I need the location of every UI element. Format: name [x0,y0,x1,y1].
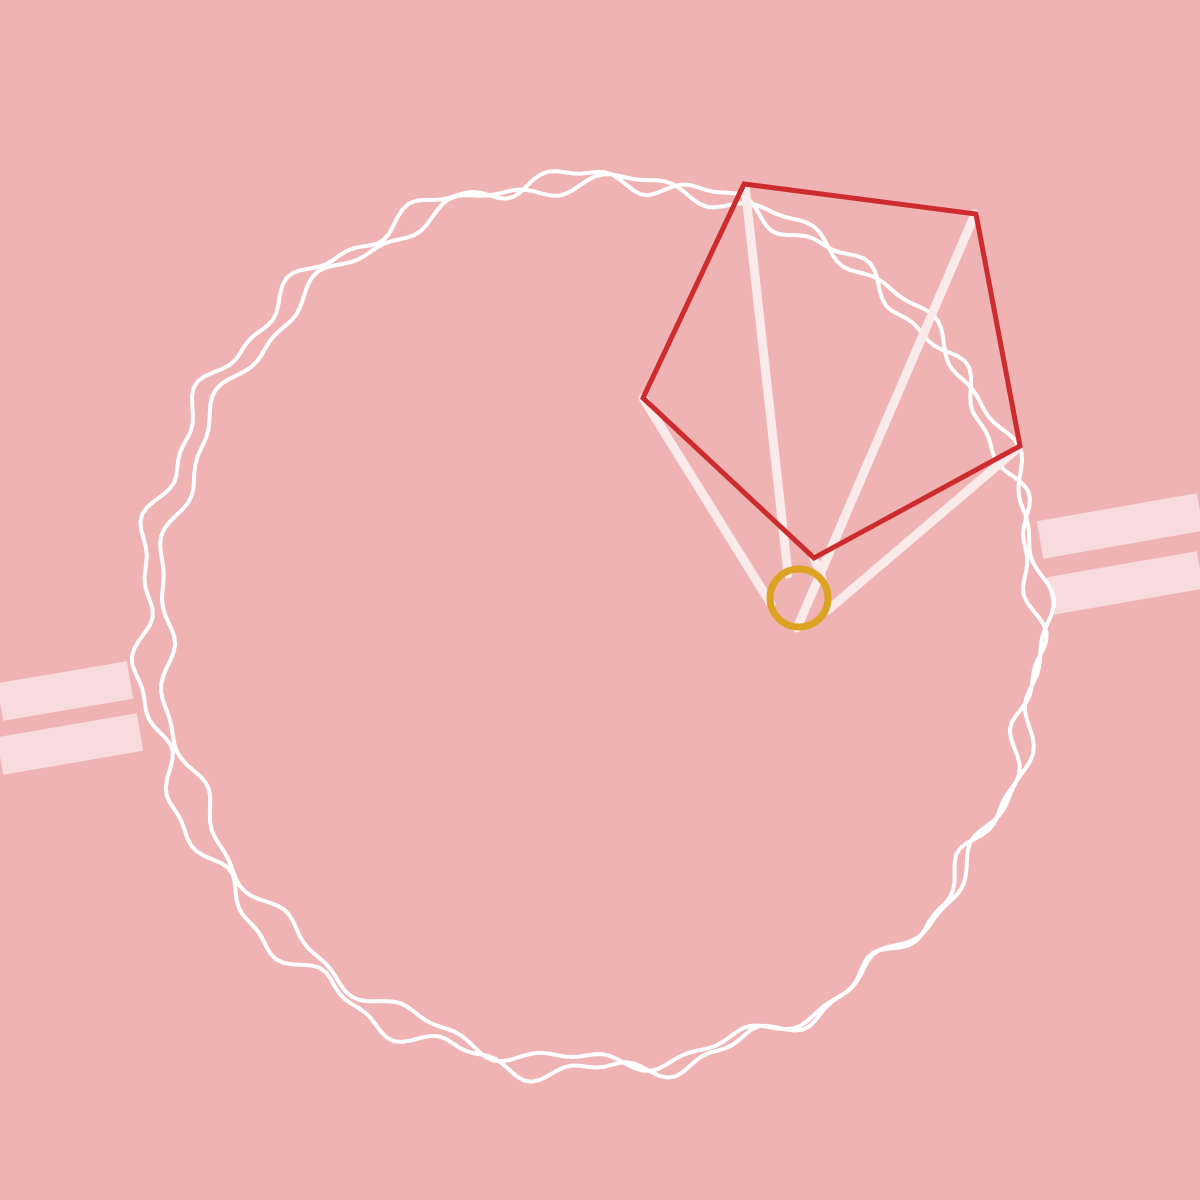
ray-3 [792,209,980,633]
wobbly-circle-back [129,169,1049,1084]
stripe-right-lower [1046,551,1200,615]
wobbly-circle-front [158,172,1056,1073]
yellow-ring [766,565,832,631]
ray-1 [638,393,776,609]
ray-2 [740,181,793,579]
light-rays [638,181,1023,633]
stripe-left-lower [0,713,144,775]
diagonal-stripes [0,493,1200,775]
stripe-right-upper [1036,493,1200,559]
stripe-left-upper [0,661,134,721]
red-pentagon [639,181,1023,562]
wobbly-circles [129,169,1056,1084]
ray-4 [823,443,1023,615]
